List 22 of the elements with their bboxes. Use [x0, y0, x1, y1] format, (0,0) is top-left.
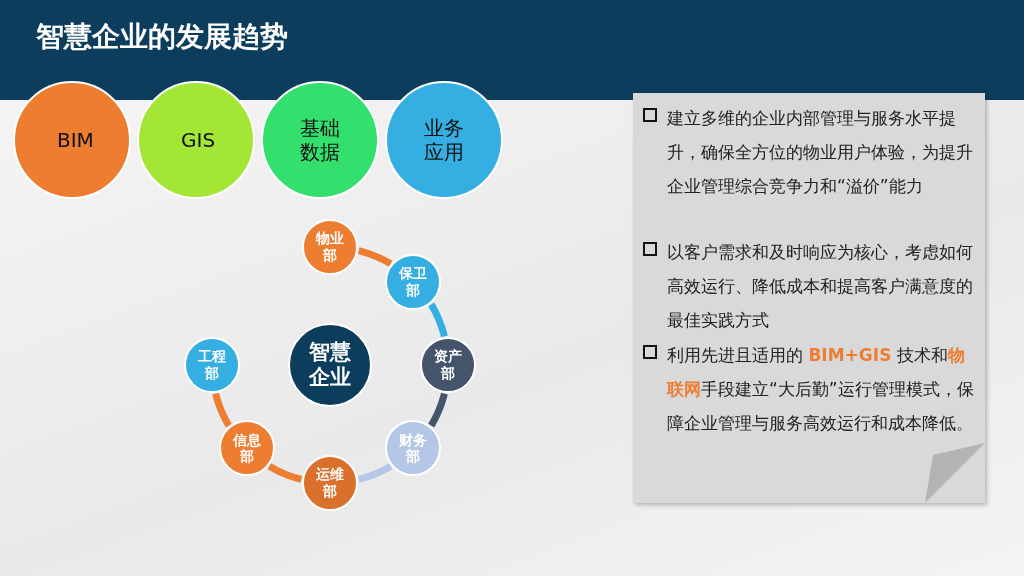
ring-connector: [428, 392, 448, 428]
ring-connector: [212, 392, 232, 428]
ring-connector: [357, 463, 393, 483]
slide-title: 智慧企业的发展趋势: [36, 19, 288, 55]
bullet-text: 建立多维的企业内部管理与服务水平提升，确保全方位的物业用户体验，为提升企业管理综合竞争力和“溢价”能力: [667, 107, 974, 198]
ring-connector: [267, 463, 303, 483]
department-circle: 信息部: [218, 420, 275, 477]
center-circle: 智慧企业: [288, 323, 372, 407]
topic-circle: 业务应用: [385, 81, 503, 199]
department-circle: 物业部: [302, 219, 358, 275]
ring-connector: [428, 302, 448, 338]
topic-circle: BIM: [13, 81, 131, 199]
department-circle: 工程部: [184, 337, 240, 393]
department-circle: 财务部: [385, 420, 442, 477]
bullet-text: 利用先进且适用的 BIM+GIS 技术和物联网手段建立“大后勤”运行管理模式，保障企业管理与服务高效运行和成本降低。: [667, 344, 975, 435]
department-circle: 资产部: [420, 337, 476, 393]
topic-circle: 基础数据: [261, 81, 379, 199]
department-circle: 运维部: [302, 455, 358, 511]
department-circle: 保卫部: [385, 253, 442, 310]
bullet-text: 以客户需求和及时响应为核心，考虑如何高效运行、降低成本和提高客户满意度的最佳实践方式: [667, 241, 974, 332]
topic-circle: GIS: [137, 81, 255, 199]
ring-connector: [357, 247, 393, 267]
